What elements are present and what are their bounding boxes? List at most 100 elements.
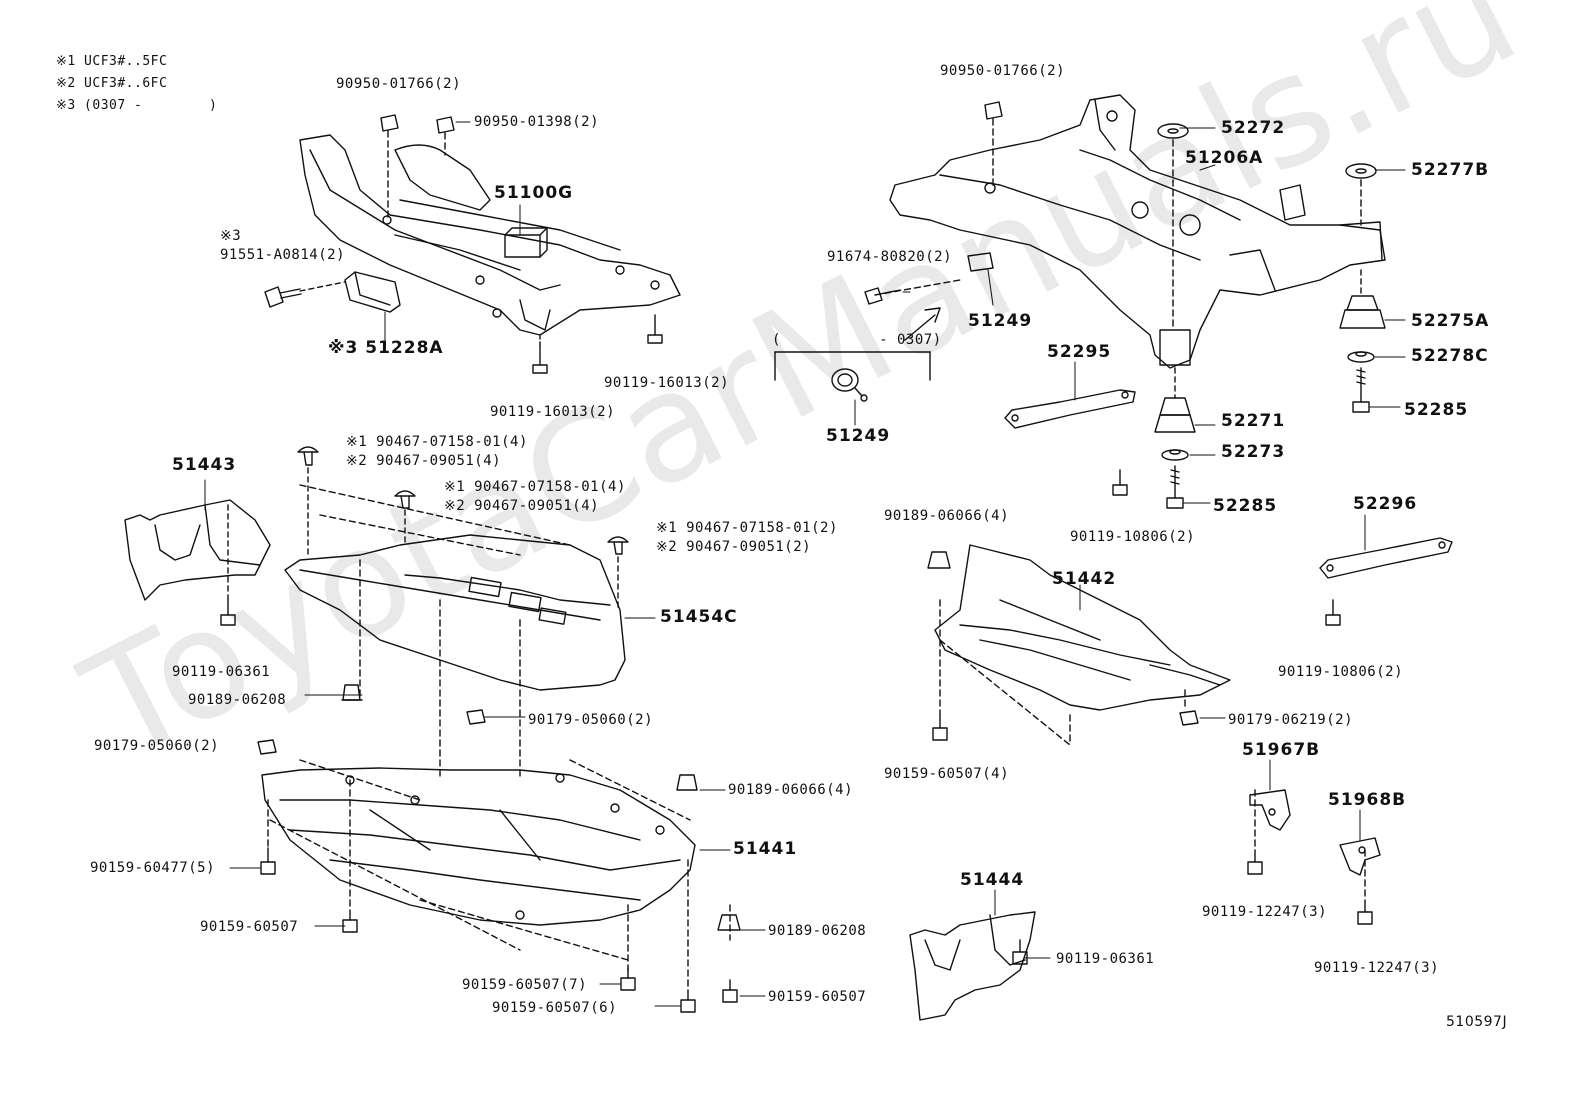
- label-52278c: 52278C: [1411, 346, 1489, 366]
- brace-52295: [1004, 389, 1136, 429]
- label-clip-c-note2: ※2 90467-09051(2): [656, 539, 812, 555]
- mount-52271: [1154, 367, 1196, 433]
- nut-90950-01766-rear: [984, 101, 1003, 186]
- label-52285-center: 52285: [1213, 496, 1278, 516]
- bushing-52272: [1157, 123, 1189, 331]
- clamp-51249: [831, 368, 868, 402]
- label-51228a: ※3 51228A: [328, 338, 444, 358]
- bolt-90119-10806-a: [1112, 469, 1128, 496]
- bolt-90119-12247-a: [1247, 849, 1263, 875]
- label-range-0307: ( - 0307): [772, 332, 942, 348]
- label-90179-06219: 90179-06219(2): [1228, 712, 1354, 728]
- side-cover-51444: [909, 911, 1036, 1021]
- label-clip-b-note2: ※2 90467-09051(4): [444, 498, 600, 514]
- label-90119-16013-left: 90119-16013(2): [490, 404, 616, 420]
- label-52273: 52273: [1221, 442, 1286, 462]
- label-51443: 51443: [172, 455, 237, 475]
- label-90950-01766-rear: 90950-01766(2): [940, 63, 1066, 79]
- bolt-90159-60507-6: [680, 989, 696, 1013]
- rear-suspension-member-51206a: [889, 94, 1386, 369]
- brace-52296: [1319, 537, 1453, 579]
- bolt-90119-12247-b: [1357, 899, 1373, 925]
- label-52275a: 52275A: [1411, 311, 1490, 331]
- bolt-90159-60507-7: [620, 967, 636, 991]
- under-cover-51442: [934, 544, 1231, 711]
- label-90159-60477: 90159-60477(5): [90, 860, 216, 876]
- side-cover-51443: [124, 499, 271, 601]
- arrow-indicator: [904, 307, 941, 341]
- washer-52273: [1161, 449, 1189, 461]
- bolt-90119-06361-left: [220, 504, 236, 626]
- label-clip-c-note1: ※1 90467-07158-01(2): [656, 520, 838, 536]
- label-51249-upper: 51249: [968, 311, 1033, 331]
- grommet-90189-06208-left: [341, 684, 363, 701]
- label-90950-01398: 90950-01398(2): [474, 114, 600, 130]
- label-51967b: 51967B: [1242, 740, 1321, 760]
- projection-lines: [267, 484, 1366, 991]
- label-51454c: 51454C: [660, 607, 738, 627]
- label-90179-05060-center: 90179-05060(2): [528, 712, 654, 728]
- nut-90179-06219: [1179, 710, 1199, 726]
- diagram-id: 510597J: [1446, 1014, 1508, 1030]
- label-90189-06066-left: 90189-06066(4): [728, 782, 854, 798]
- nut-90179-05060-left: [257, 739, 277, 755]
- note-1: ※1 UCF3#..5FC: [56, 54, 168, 69]
- bolt-90119-10806-b: [1325, 599, 1341, 626]
- bolt-91551-a0814: [264, 281, 346, 308]
- label-51442: 51442: [1052, 569, 1117, 589]
- front-crossmember-51100g: [299, 134, 681, 336]
- bolt-90159-60507-rear: [932, 714, 948, 741]
- label-52272: 52272: [1221, 118, 1286, 138]
- crossmember-brace-51228a: [344, 271, 401, 313]
- label-51441: 51441: [733, 839, 798, 859]
- label-90119-12247-right: 90119-12247(3): [1314, 960, 1440, 976]
- label-52271: 52271: [1221, 411, 1286, 431]
- note-3: ※3 (0307 - ): [56, 98, 218, 113]
- label-90950-01766-front: 90950-01766(2): [336, 76, 462, 92]
- range-bracket-line: [774, 351, 931, 381]
- nut-90179-05060-center: [466, 709, 486, 725]
- leader-lines: [204, 121, 1406, 1007]
- bracket-51968b: [1339, 837, 1381, 876]
- grommet-90189-06208-right: [717, 914, 741, 931]
- label-90119-06361-left: 90119-06361: [172, 664, 271, 680]
- clip-90467-b: [394, 490, 416, 546]
- label-90119-10806-center: 90119-10806(2): [1070, 529, 1196, 545]
- label-52277b: 52277B: [1411, 160, 1490, 180]
- washer-52278c: [1347, 351, 1375, 363]
- bushing-52277b: [1345, 163, 1377, 226]
- label-90159-60507-right: 90159-60507: [768, 989, 867, 1005]
- label-90159-60507-left: 90159-60507: [200, 919, 299, 935]
- bolt-90159-60507-left: [342, 909, 358, 933]
- bolt-90159-60477: [260, 847, 276, 875]
- nut-90950-01766-front: [380, 114, 399, 221]
- nut-90950-01398: [436, 116, 455, 156]
- label-clip-b-note1: ※1 90467-07158-01(4): [444, 479, 626, 495]
- label-91674-80820: 91674-80820(2): [827, 249, 953, 265]
- clip-90467-c: [607, 536, 629, 611]
- bolt-90159-60507-right: [722, 979, 738, 1003]
- label-90189-06208-right: 90189-06208: [768, 923, 867, 939]
- bolt-90119-16013-a: [532, 334, 548, 374]
- label-51206a: 51206A: [1185, 148, 1264, 168]
- label-90119-16013-right: 90119-16013(2): [604, 375, 730, 391]
- label-52295: 52295: [1047, 342, 1112, 362]
- label-51444: 51444: [960, 870, 1025, 890]
- label-51249-lower: 51249: [826, 426, 891, 446]
- label-90159-60507-6: 90159-60507(6): [492, 1000, 618, 1016]
- label-91551-a0814: 91551-A0814(2): [220, 247, 346, 263]
- clip-90467-a: [297, 446, 319, 556]
- label-90119-12247-left: 90119-12247(3): [1202, 904, 1328, 920]
- bolt-52285-center: [1166, 465, 1184, 509]
- label-52296: 52296: [1353, 494, 1418, 514]
- label-90119-06361-right: 90119-06361: [1056, 951, 1155, 967]
- bolt-90119-06361-right: [1012, 939, 1028, 965]
- grommet-90189-06066-rear: [927, 551, 951, 569]
- label-90119-10806-right: 90119-10806(2): [1278, 664, 1404, 680]
- label-90159-60507-rear: 90159-60507(4): [884, 766, 1010, 782]
- mount-52275a: [1339, 269, 1386, 329]
- under-cover-51454c: [284, 534, 626, 691]
- bolt-52285-right: [1352, 367, 1370, 413]
